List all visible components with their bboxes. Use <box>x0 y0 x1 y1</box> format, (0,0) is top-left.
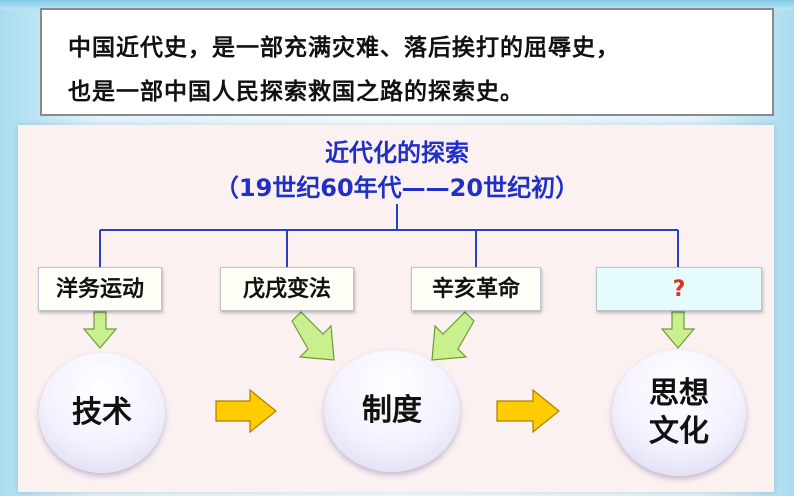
level-label-culture: 文化 <box>649 414 709 449</box>
intro-line-1: 中国近代史，是一部充满灾难、落后挨打的屈辱史， <box>68 35 620 61</box>
yellow-arrow-right-1 <box>215 388 277 434</box>
movement-box-1: 洋务运动 <box>38 267 162 311</box>
yellow-arrow-right-2 <box>496 388 560 434</box>
level-label-thought-culture: 思想 文化 <box>649 375 709 451</box>
green-arrow-diagonal-left <box>291 311 335 361</box>
movement-box-unknown: ? <box>596 267 762 311</box>
level-oval-institution: 制度 <box>324 350 460 472</box>
intro-line-2: 也是一部中国人民探索救国之路的探索史。 <box>68 79 524 105</box>
green-arrow-down-4 <box>660 311 696 349</box>
level-oval-technology: 技术 <box>39 353 165 473</box>
green-arrow-down-1 <box>82 311 118 349</box>
diagram-title: 近代化的探索 <box>325 139 469 167</box>
diagram-period: （19世纪60年代——20世纪初） <box>214 174 580 202</box>
top-band <box>0 0 794 10</box>
movement-box-2: 戊戌变法 <box>220 267 354 311</box>
green-arrow-diagonal-right <box>431 311 475 361</box>
level-label-technology: 技术 <box>72 395 132 430</box>
intro-textbox: 中国近代史，是一部充满灾难、落后挨打的屈辱史， 也是一部中国人民探索救国之路的探… <box>40 8 774 116</box>
level-label-institution: 制度 <box>362 393 422 428</box>
level-oval-thought-culture: 思想 文化 <box>612 350 746 476</box>
level-label-thought: 思想 <box>649 376 709 411</box>
movement-box-3: 辛亥革命 <box>411 267 541 311</box>
